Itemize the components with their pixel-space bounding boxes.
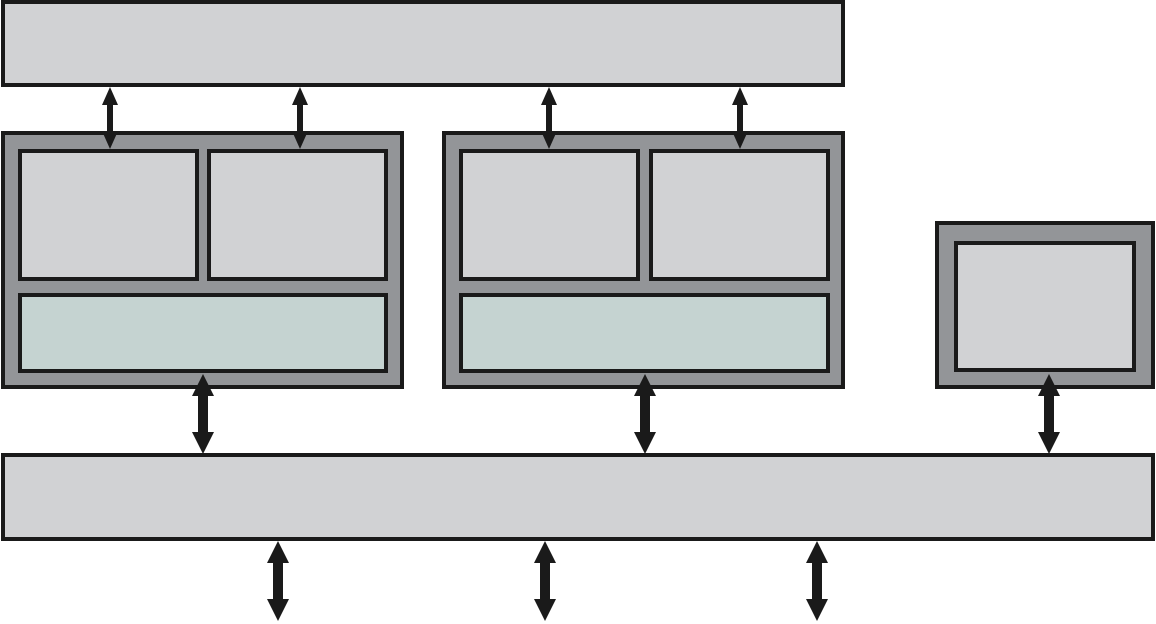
group-2-unit-1: [459, 149, 640, 281]
group-1-unit-1: [18, 149, 199, 281]
arrow-top-g2-u2: [732, 87, 748, 149]
arrow-top-g2-u1: [541, 87, 557, 149]
group-1: [1, 131, 404, 389]
group-2: [442, 131, 845, 389]
group-2-shared-unit: [459, 293, 830, 373]
arrow-g2-bottom: [634, 374, 656, 454]
arrow-top-g1-u1: [102, 87, 118, 149]
arrow-bottom-ext-2: [534, 541, 556, 621]
arrow-bottom-ext-1: [267, 541, 289, 621]
group-2-unit-2: [649, 149, 830, 281]
group-3-unit-1: [954, 241, 1136, 372]
top-bus: [1, 0, 845, 87]
group-1-unit-2: [207, 149, 388, 281]
arrow-g3-bottom: [1038, 374, 1060, 454]
arrow-top-g1-u2: [292, 87, 308, 149]
arrow-g1-bottom: [192, 374, 214, 454]
bottom-bus: [1, 453, 1155, 541]
arrow-bottom-ext-3: [806, 541, 828, 621]
group-3: [935, 221, 1155, 389]
group-1-shared-unit: [18, 293, 388, 373]
